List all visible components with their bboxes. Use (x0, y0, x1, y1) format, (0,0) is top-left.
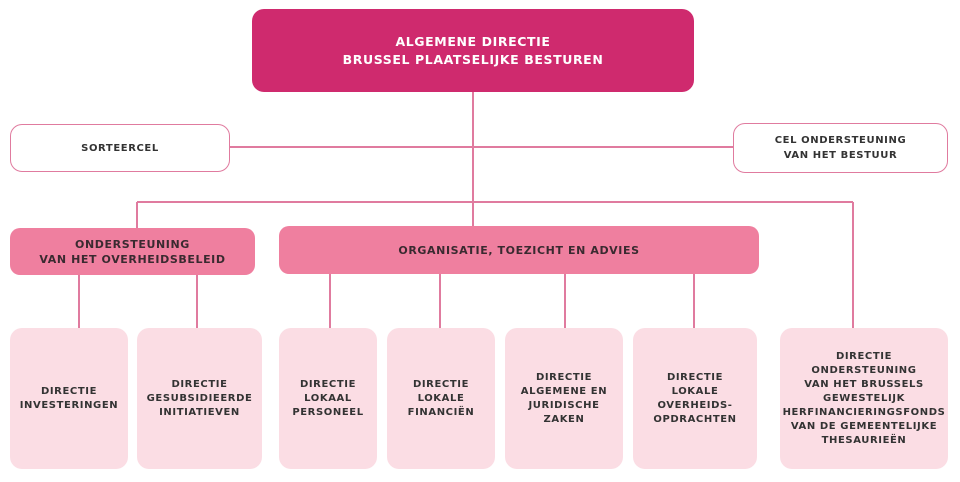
top-node-line-2: BRUSSEL PLAATSELIJKE BESTUREN (342, 51, 604, 67)
leaf-5-line-3: JURIDISCHE (528, 399, 600, 411)
leaf-directie-gesubsidieerde-initiatieven: DIRECTIE GESUBSIDIEERDE INITIATIEVEN (137, 328, 262, 469)
leaf-6-line-1: DIRECTIE (666, 371, 724, 383)
leaf-directie-lokale-financien: DIRECTIE LOKALE FINANCIËN (387, 328, 495, 469)
leaf-4-line-1: DIRECTIE (412, 378, 470, 390)
leaf-7-line-6: VAN DE GEMEENTELIJKE (790, 420, 938, 432)
leaf-directie-herfinancieringsfonds: DIRECTIE ONDERSTEUNING VAN HET BRUSSELS … (780, 328, 948, 469)
leaf-directie-lokaal-personeel: DIRECTIE LOKAAL PERSONEEL (279, 328, 377, 469)
side-node-cel-ondersteuning: CEL ONDERSTEUNING VAN HET BESTUUR (733, 123, 948, 173)
leaf-4-line-2: LOKALE (417, 392, 465, 404)
side-node-left-line-1: SORTEERCEL (81, 142, 159, 154)
leaf-6-line-4: OPDRACHTEN (653, 413, 737, 425)
leaf-1-line-2: INVESTERINGEN (19, 399, 119, 411)
leaf-7-line-3: VAN HET BRUSSELS (804, 378, 924, 390)
top-node-line-1: ALGEMENE DIRECTIE (395, 33, 551, 49)
leaf-7-line-7: THESAURIEËN (821, 434, 907, 446)
leaf-6-line-3: OVERHEIDS- (657, 399, 733, 411)
leaf-7-line-2: ONDERSTEUNING (811, 364, 917, 376)
leaf-6-line-2: LOKALE (671, 385, 719, 397)
leaf-1-line-1: DIRECTIE (40, 385, 98, 397)
top-node-algemene-directie: ALGEMENE DIRECTIE BRUSSEL PLAATSELIJKE B… (252, 9, 694, 92)
mid-node-left-line-1: ONDERSTEUNING (75, 237, 190, 251)
leaf-3-line-2: LOKAAL (304, 392, 352, 404)
leaf-3-line-1: DIRECTIE (299, 378, 357, 390)
leaf-7-line-5: HERFINANCIERINGSFONDS (782, 406, 946, 418)
leaf-directie-lokale-overheidsopdrachten: DIRECTIE LOKALE OVERHEIDS- OPDRACHTEN (633, 328, 757, 469)
leaf-7-line-4: GEWESTELIJK (823, 392, 905, 404)
leaf-3-line-3: PERSONEEL (292, 406, 364, 418)
leaf-2-line-3: INITIATIEVEN (159, 406, 240, 418)
leaf-2-line-2: GESUBSIDIEERDE (146, 392, 253, 404)
leaf-5-line-1: DIRECTIE (535, 371, 593, 383)
leaf-4-line-3: FINANCIËN (407, 406, 475, 418)
leaf-7-line-1: DIRECTIE (835, 350, 893, 362)
mid-node-left-line-2: VAN HET OVERHEIDSBELEID (39, 252, 226, 266)
mid-node-ondersteuning-overheidsbeleid: ONDERSTEUNING VAN HET OVERHEIDSBELEID (10, 228, 255, 275)
leaf-directie-investeringen: DIRECTIE INVESTERINGEN (10, 328, 128, 469)
side-node-sorteercel: SORTEERCEL (10, 124, 230, 172)
leaf-5-line-4: ZAKEN (543, 413, 585, 425)
leaf-directie-algemene-juridische-zaken: DIRECTIE ALGEMENE EN JURIDISCHE ZAKEN (505, 328, 623, 469)
side-node-right-line-2: VAN HET BESTUUR (783, 150, 898, 161)
leaf-5-line-2: ALGEMENE EN (520, 385, 608, 397)
mid-node-center-line-1: ORGANISATIE, TOEZICHT EN ADVIES (398, 243, 640, 257)
leaf-2-line-1: DIRECTIE (171, 378, 228, 390)
mid-node-organisatie-toezicht-advies: ORGANISATIE, TOEZICHT EN ADVIES (279, 226, 759, 274)
side-node-right-line-1: CEL ONDERSTEUNING (774, 135, 907, 146)
